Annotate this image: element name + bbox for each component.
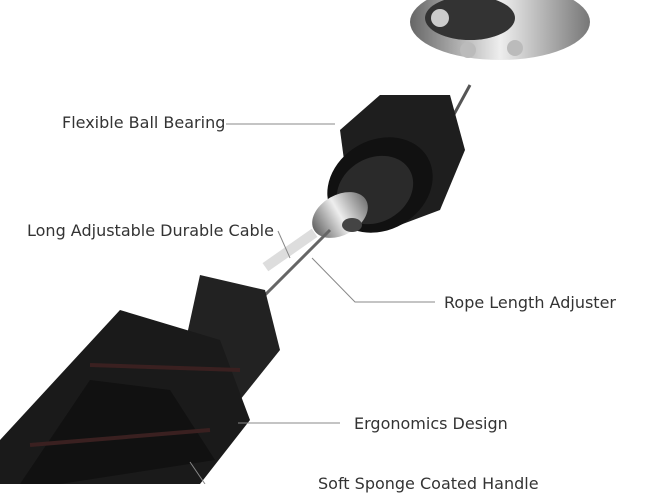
leader-lines (189, 123, 435, 484)
label-ergonomics: Ergonomics Design (354, 414, 508, 433)
label-cable: Long Adjustable Durable Cable (27, 221, 274, 240)
rope-length-adjuster (253, 192, 368, 307)
bearing-housing (410, 0, 590, 60)
label-adjuster: Rope Length Adjuster (444, 293, 616, 312)
label-ball-bearing: Flexible Ball Bearing (62, 113, 226, 132)
handle (0, 275, 280, 484)
